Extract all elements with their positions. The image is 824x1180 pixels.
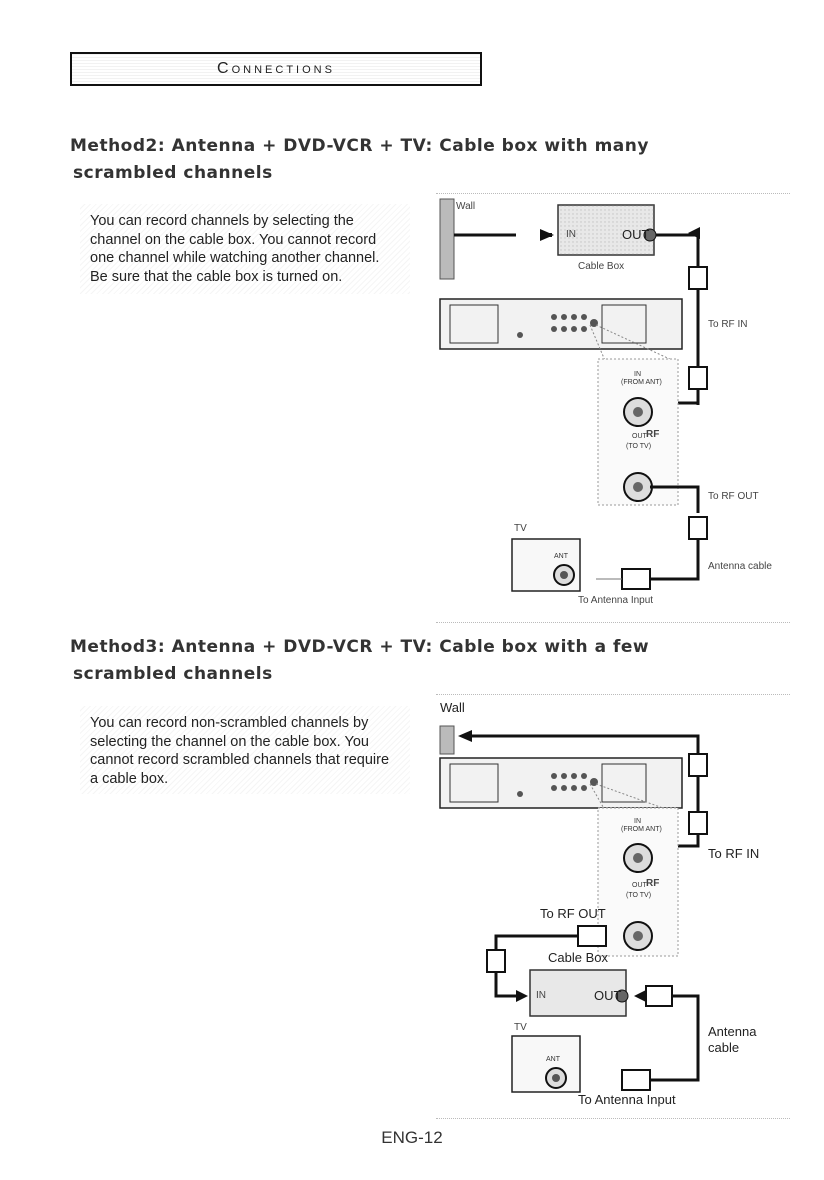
rf-label: RF xyxy=(646,429,660,440)
method2-title: Method2: Antenna + DVD-VCR + TV: Cable b… xyxy=(70,133,770,187)
connector-3 xyxy=(577,925,607,947)
connector-2 xyxy=(688,366,708,390)
antenna-cable-label-line1: Antenna xyxy=(708,1024,757,1039)
method2-title-line1: Method2: Antenna + DVD-VCR + TV: Cable b… xyxy=(70,136,649,156)
method2-connection-svg xyxy=(439,198,708,592)
tv-unit xyxy=(511,1035,581,1093)
from-ant-label: (FROM ANT) xyxy=(621,379,662,386)
connector-6 xyxy=(621,1069,651,1091)
dvd-vcr-unit xyxy=(439,757,683,809)
method3-title: Method3: Antenna + DVD-VCR + TV: Cable b… xyxy=(70,634,770,688)
wall-cable xyxy=(472,734,700,754)
to-tv-label: (TO TV) xyxy=(626,892,652,899)
connector-3 xyxy=(688,516,708,540)
method3-description: You can record non-scrambled channels by… xyxy=(80,706,410,794)
method2-title-line2: scrambled channels xyxy=(73,163,273,183)
method3-bottom-divider xyxy=(436,1118,790,1119)
rf-in-label: IN xyxy=(634,371,641,378)
to-rf-in-label: To RF IN xyxy=(708,846,760,861)
section-title: Connections xyxy=(217,60,335,77)
cable-box-label: Cable Box xyxy=(578,261,625,272)
connector-2 xyxy=(688,811,708,835)
connector-1 xyxy=(688,753,708,777)
connector-1 xyxy=(688,266,708,290)
method2-description: You can record channels by selecting the… xyxy=(80,204,410,294)
dvd-vcr-unit xyxy=(439,298,683,350)
to-rf-in-label: To RF IN xyxy=(708,319,748,330)
to-antenna-input-label: To Antenna Input xyxy=(578,1092,676,1107)
cable-box-out-label: OUT xyxy=(594,988,622,1003)
cable-box-in-label: IN xyxy=(566,229,576,240)
cablebox-to-tv-cable xyxy=(650,994,700,1082)
cable-box-label: Cable Box xyxy=(548,950,608,965)
method3-top-divider xyxy=(436,694,790,695)
rf-out-label: OUT xyxy=(632,433,647,440)
page-number: ENG-12 xyxy=(381,1128,443,1147)
rf-label: RF xyxy=(646,878,660,889)
wall-plate xyxy=(439,725,455,755)
to-rf-out-label: To RF OUT xyxy=(708,491,759,502)
from-ant-label: (FROM ANT) xyxy=(621,826,662,833)
to-tv-label: (TO TV) xyxy=(626,443,652,450)
method3-title-line1: Method3: Antenna + DVD-VCR + TV: Cable b… xyxy=(70,637,650,657)
tv-label: TV xyxy=(514,1022,527,1033)
antenna-cable-label-line2: cable xyxy=(708,1040,740,1055)
section-header: Connections xyxy=(70,52,482,86)
method3-connection-svg xyxy=(439,725,708,1093)
method3-title-line2: scrambled channels xyxy=(73,664,273,684)
wall-label: Wall xyxy=(440,700,465,715)
vcr-to-tv-cable xyxy=(650,485,700,513)
method2-diagram: Wall IN OUT Cable Box To RF IN IN (FROM … xyxy=(436,193,790,623)
rf-out-label: OUT xyxy=(632,882,647,889)
to-rf-out-label: To RF OUT xyxy=(540,906,606,921)
ant-label: ANT xyxy=(546,1056,560,1063)
vcr-to-cablebox-cable xyxy=(494,934,578,950)
wall-plate xyxy=(439,198,455,280)
wall-label: Wall xyxy=(456,201,476,212)
connector-4 xyxy=(486,949,506,973)
cable-box-out-label: OUT xyxy=(622,227,650,242)
method2-bottom-divider xyxy=(436,622,790,623)
method2-top-divider xyxy=(436,193,790,194)
ant-label: ANT xyxy=(554,553,568,560)
to-antenna-input-label: To Antenna Input xyxy=(578,595,654,606)
cable-box-in-label: IN xyxy=(536,990,546,1001)
connector-5 xyxy=(645,985,673,1007)
connector-4 xyxy=(621,568,651,590)
tv-label: TV xyxy=(514,523,527,534)
antenna-cable-label: Antenna cable xyxy=(708,561,772,572)
method3-diagram: Wall IN (FROM ANT) To RF IN OUT RF (TO T… xyxy=(436,694,790,1114)
rf-in-label: IN xyxy=(634,818,641,825)
